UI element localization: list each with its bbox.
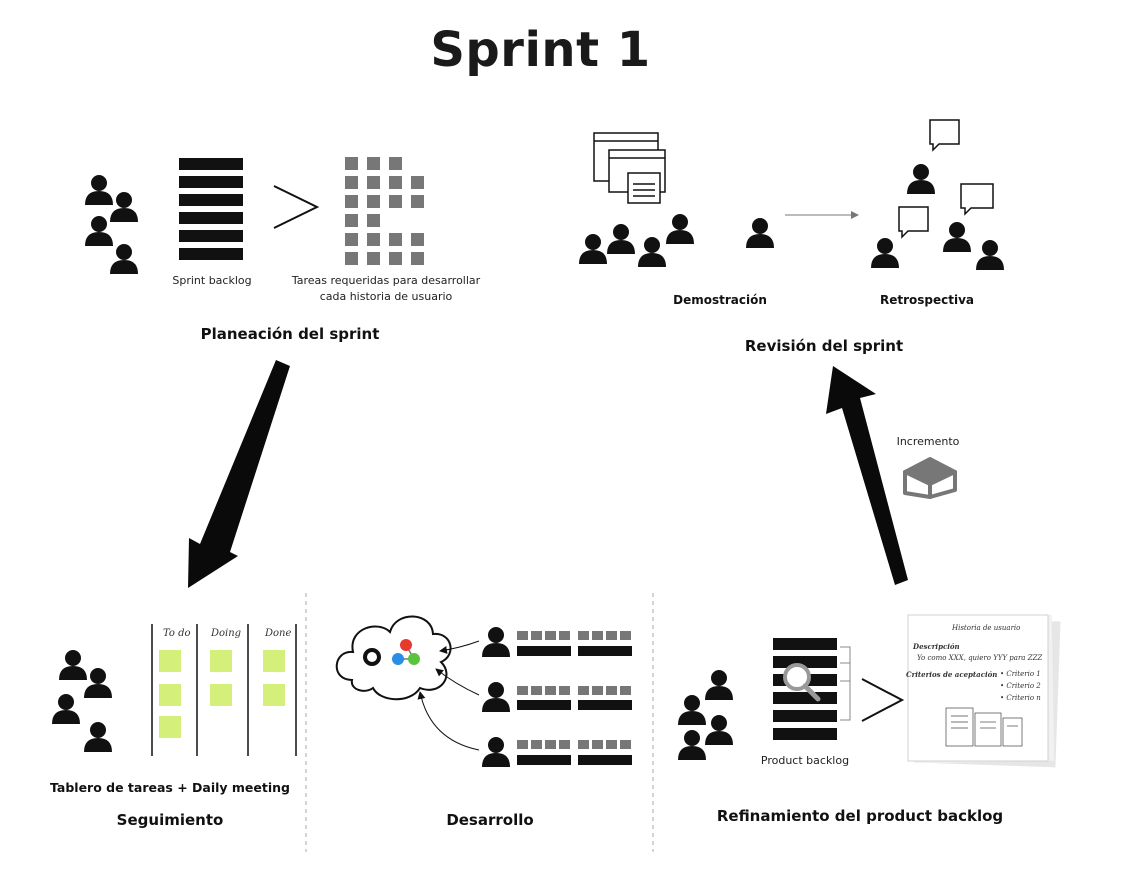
arrow-planning-to-tracking <box>188 360 290 588</box>
arrow-refinement-to-review <box>826 366 908 585</box>
card-criterion-n: • Criterio n <box>1000 694 1041 702</box>
dev-team-rows <box>482 627 510 767</box>
demo-audience-icon <box>579 214 694 267</box>
review-heading: Revisión del sprint <box>744 337 904 355</box>
card-title: Historia de usuario <box>952 624 1021 632</box>
tracking-team-icon <box>52 650 112 752</box>
planning-heading: Planeación del sprint <box>200 325 380 343</box>
demo-screens-icon <box>593 132 666 204</box>
tasks-grid-icon <box>345 157 424 265</box>
dev-task-blocks <box>517 631 632 765</box>
card-desc-heading: Descripción <box>913 642 960 651</box>
cloud-repository-icon <box>335 615 452 701</box>
card-desc-text: Yo como XXX, quiero YYY para ZZZ <box>917 654 1043 662</box>
planning-team-icon <box>85 175 138 274</box>
greater-than-icon-2 <box>861 678 905 722</box>
tasks-label-line1: Tareas requeridas para desarrollar <box>291 274 481 287</box>
retro-label: Retrospectiva <box>879 293 975 307</box>
increment-label: Incremento <box>896 435 960 448</box>
card-criterion-2: • Criterio 2 <box>1000 682 1041 690</box>
presenter-icon <box>746 218 774 248</box>
kanban-board <box>151 624 297 756</box>
product-backlog-label: Product backlog <box>760 754 850 767</box>
card-criterion-1: • Criterio 1 <box>1000 670 1041 678</box>
speech-bubble-icons <box>898 119 994 239</box>
increment-box-icon <box>903 457 957 499</box>
page-title: Sprint 1 <box>430 22 651 78</box>
demo-label: Demostración <box>673 293 767 307</box>
column-doing: Doing <box>211 628 242 639</box>
sticky-notes <box>159 650 285 738</box>
card-criteria-heading: Criterios de aceptación <box>906 670 998 679</box>
board-label: Tablero de tareas + Daily meeting <box>49 780 290 795</box>
magnifier-icon <box>783 663 821 702</box>
sprint-backlog-label: Sprint backlog <box>172 274 252 287</box>
column-done: Done <box>265 628 292 639</box>
backlog-reorder-lines <box>840 646 851 721</box>
greater-than-icon <box>273 185 320 229</box>
user-story-card <box>907 614 1061 768</box>
development-heading: Desarrollo <box>446 811 534 829</box>
sprint-backlog-icon <box>179 158 243 260</box>
refinement-team-icon <box>678 670 733 760</box>
tasks-label-line2: cada historia de usuario <box>319 290 453 303</box>
retro-team-icon <box>871 164 1004 270</box>
push-arrows <box>417 640 480 751</box>
refinement-heading: Refinamiento del product backlog <box>716 807 1004 825</box>
column-todo: To do <box>163 628 191 639</box>
tracking-heading: Seguimiento <box>116 811 224 829</box>
